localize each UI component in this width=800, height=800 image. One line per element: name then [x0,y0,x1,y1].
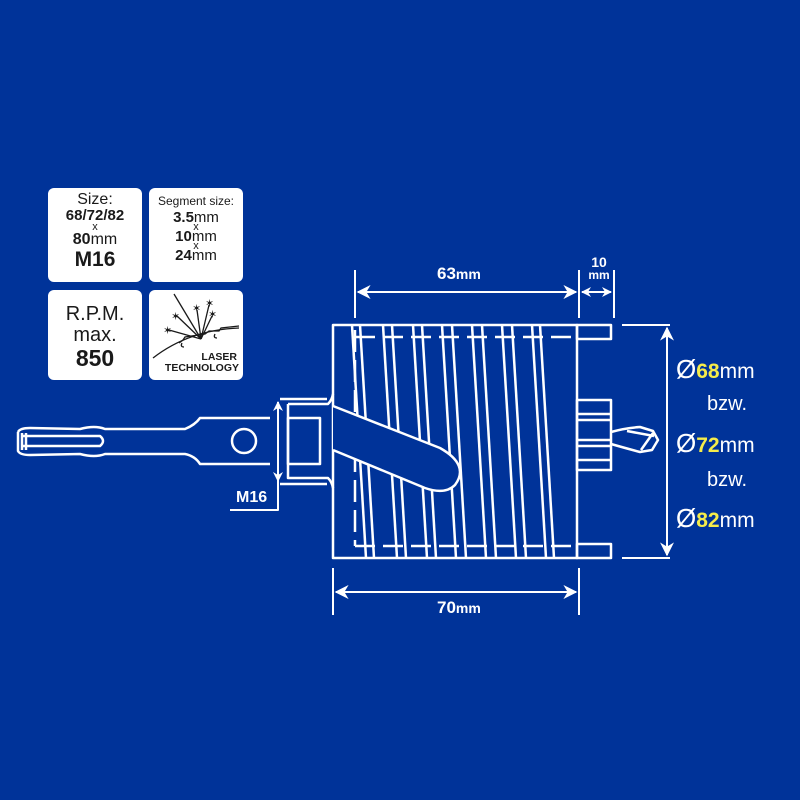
dimension-lines [230,270,674,615]
segment-times-2: x [193,240,199,252]
diameter-68: Ø68mm [676,354,755,384]
technology-label: TECHNOLOGY [164,362,239,374]
size-diameters: 68/72/82 [65,207,125,224]
svg-text:✶: ✶ [208,308,217,321]
body-length-label: 70mm [437,598,481,617]
rpm-label: R.P.M. [65,303,125,325]
segment-row-2: 10mm [175,228,217,245]
size-badge: Size: 68/72/82 x 80mm M16 [48,188,142,282]
size-length: 80mm [72,231,118,248]
sds-shank [16,416,270,466]
segment-title: Segment size: [157,194,235,208]
separator-2: bzw. [707,469,748,491]
rpm-max: max. [73,324,117,346]
svg-text:✶: ✶ [171,310,180,323]
size-times: x [92,221,98,233]
svg-text:✶: ✶ [192,302,201,315]
segment-times-1: x [193,221,199,233]
segment-row-1: 3.5mm [173,209,219,226]
laser-welding-icon: ✶✶✶ ✶✶ [152,293,240,359]
rpm-badge: R.P.M. max. 850 [48,290,142,380]
segment-size-badge: Segment size: 3.5mm x 10mm x 24mm [149,188,243,282]
svg-text:✶: ✶ [205,297,214,310]
laser-label: LASER [201,351,237,363]
thread-label: M16 [236,489,268,506]
segment-length-label: 63mm [437,264,481,283]
svg-text:✶: ✶ [163,324,172,337]
size-title: Size: [77,191,113,208]
diameter-72: Ø72mm [676,428,755,458]
core-bit-body [331,323,660,560]
size-thread: M16 [74,248,116,271]
separator-1: bzw. [707,393,748,415]
segment-row-3: 24mm [175,247,217,264]
laser-technology-badge: ✶✶✶ ✶✶ LASER TECHNOLOGY [149,290,243,380]
rpm-value: 850 [75,345,115,371]
adapter-collar [280,393,335,489]
diameter-82: Ø82mm [676,503,755,533]
